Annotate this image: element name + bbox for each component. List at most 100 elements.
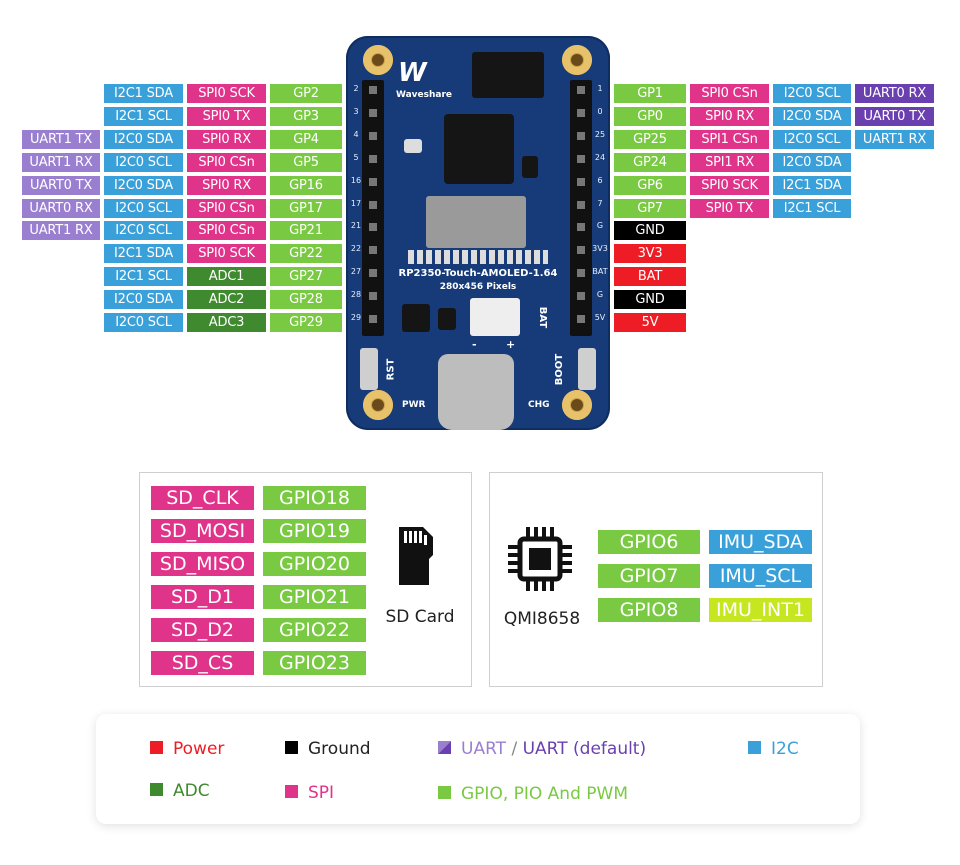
legend-ground: Ground — [285, 738, 371, 760]
left-pin-func1-label: SPI0 TX — [187, 107, 266, 126]
sd-gpio-label: GPIO18 — [263, 486, 366, 510]
mount-hole-bottom-right — [562, 390, 592, 420]
right-pin-main-label: GP0 — [614, 107, 686, 126]
right-pin-main-label: GP1 — [614, 84, 686, 103]
sd-signal-label: SD_MISO — [151, 552, 254, 576]
legend-adc-label: ADC — [173, 781, 210, 801]
left-pin-func2-label: I2C0 SCL — [104, 313, 183, 332]
left-pin-func1-label: ADC3 — [187, 313, 266, 332]
chip-icon — [504, 523, 576, 595]
legend-power-label: Power — [173, 739, 225, 759]
legend-gpio-swatch — [438, 785, 451, 799]
legend-i2c: I2C — [748, 738, 799, 760]
sd-gpio-label: GPIO21 — [263, 585, 366, 609]
left-pin-func3-label: UART0 TX — [22, 176, 100, 195]
right-pin-func2-label: I2C1 SCL — [773, 199, 851, 218]
sd-signal-label: SD_CLK — [151, 486, 254, 510]
right-pin-func3-label: UART1 RX — [855, 130, 934, 149]
header-pin — [369, 86, 377, 94]
left-pin-number: 4 — [353, 129, 359, 139]
left-pin-number: 29 — [350, 313, 362, 322]
left-pin-func2-label: I2C1 SDA — [104, 244, 183, 263]
right-pin-func1-label: SPI0 TX — [690, 199, 769, 218]
legend-spi-swatch — [285, 784, 298, 798]
sd-gpio-label: GPIO20 — [263, 552, 366, 576]
boot-button[interactable] — [578, 348, 596, 390]
right-pin-number: G — [596, 290, 604, 300]
right-pin-number: G — [596, 221, 604, 231]
right-pin-func2-label: I2C0 SCL — [773, 130, 851, 149]
left-pin-func2-label: I2C0 SCL — [104, 221, 183, 240]
legend-power: Power — [150, 738, 224, 760]
board-resolution: 280x456 Pixels — [439, 282, 517, 292]
header-pin — [577, 292, 585, 301]
right-pin-func2-label: I2C0 SDA — [773, 107, 851, 126]
left-pin-number: 16 — [350, 175, 362, 185]
legend-ground-swatch — [285, 740, 298, 754]
legend-uart-label: UART — [461, 739, 507, 759]
waveshare-logo: W — [398, 58, 427, 88]
display-connector — [408, 250, 548, 264]
right-pin-number: 0 — [597, 106, 603, 116]
left-pin-func2-label: I2C1 SCL — [104, 267, 183, 286]
header-pin — [577, 200, 585, 209]
board-model: RP2350-Touch-AMOLED-1.64 — [398, 268, 558, 279]
right-pin-number: 24 — [594, 152, 606, 162]
board-logo-text: Waveshare — [396, 90, 453, 100]
legend-adc-swatch — [150, 782, 163, 796]
left-pin-func1-label: SPI0 SCK — [187, 244, 266, 263]
imu-gpio-label: GPIO6 — [598, 530, 700, 554]
legend-i2c-swatch — [748, 740, 761, 754]
left-pin-func1-label: ADC1 — [187, 267, 266, 286]
left-pin-func2-label: I2C0 SCL — [104, 153, 183, 172]
right-pin-main-label: 5V — [614, 313, 686, 332]
right-pin-func2-label: I2C0 SCL — [773, 84, 851, 103]
header-pin — [369, 315, 377, 323]
legend-uart-swatch — [438, 740, 451, 754]
header-pin — [369, 177, 377, 186]
right-pin-func1-label: SPI1 RX — [690, 153, 769, 172]
left-pin-number: 2 — [353, 84, 359, 93]
right-pin-number: 7 — [597, 198, 603, 208]
legend-spi: SPI — [285, 782, 334, 804]
reset-button[interactable] — [360, 348, 378, 390]
left-pin-gpio-label: GP22 — [270, 244, 342, 263]
sd-signal-label: SD_CS — [151, 651, 254, 675]
left-pin-gpio-label: GP28 — [270, 290, 342, 309]
header-pin — [577, 108, 585, 117]
left-pin-func2-label: I2C1 SCL — [104, 107, 183, 126]
header-pin — [369, 223, 377, 232]
header-pin — [369, 292, 377, 301]
header-pin — [577, 177, 585, 186]
small-chip — [522, 156, 538, 178]
left-pin-gpio-label: GP16 — [270, 176, 342, 195]
right-pin-func2-label: I2C1 SDA — [773, 176, 851, 195]
header-pin — [577, 131, 585, 140]
left-pin-gpio-label: GP2 — [270, 84, 342, 103]
boot-label: BOOT — [554, 353, 566, 386]
left-pin-func1-label: SPI0 RX — [187, 130, 266, 149]
left-pin-number: 21 — [350, 221, 362, 231]
left-pin-gpio-label: GP17 — [270, 199, 342, 218]
legend-power-swatch — [150, 740, 163, 754]
right-pin-number: 5V — [594, 313, 606, 322]
chg-label: CHG — [528, 400, 550, 410]
mount-hole-top-left — [363, 45, 393, 75]
left-pin-func1-label: SPI0 RX — [187, 176, 266, 195]
header-pin — [577, 246, 585, 255]
left-pin-func2-label: I2C0 SDA — [104, 130, 183, 149]
legend-uart: UART / UART (default) — [438, 738, 646, 760]
left-pin-number: 3 — [353, 106, 359, 116]
bat-label: BAT — [537, 306, 549, 329]
left-pin-gpio-label: GP4 — [270, 130, 342, 149]
imu-gpio-label: GPIO7 — [598, 564, 700, 588]
left-pin-func1-label: SPI0 CSn — [187, 221, 266, 240]
sd-signal-label: SD_MOSI — [151, 519, 254, 543]
right-pin-func1-label: SPI0 RX — [690, 107, 769, 126]
left-pin-number: 22 — [350, 244, 362, 254]
right-pin-main-label: GP7 — [614, 199, 686, 218]
battery-connector — [470, 298, 520, 336]
right-pin-main-label: BAT — [614, 267, 686, 286]
crystal — [404, 139, 422, 153]
left-pin-gpio-label: GP21 — [270, 221, 342, 240]
